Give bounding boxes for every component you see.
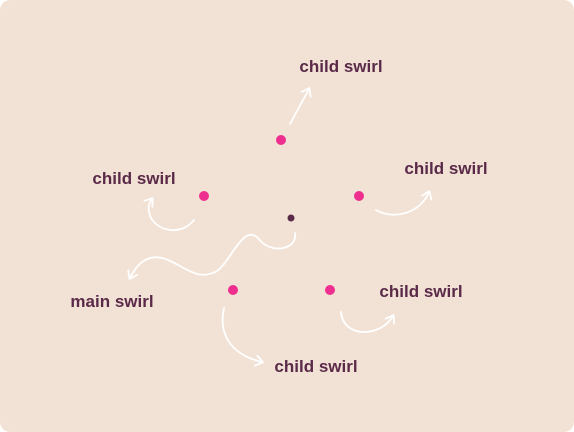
arrow-child-upper-right <box>375 190 433 216</box>
arrow-main-swirl <box>127 232 296 280</box>
label-child-upper-right: child swirl <box>404 159 488 178</box>
child-dot-upper-left <box>199 191 209 201</box>
arrow-child-bottom <box>221 307 264 367</box>
label-child-upper-left: child swirl <box>92 169 176 188</box>
child-dot-top <box>276 135 286 145</box>
child-dot-upper-right <box>354 191 364 201</box>
child-dot-lower-left <box>228 285 238 295</box>
center-dot <box>287 214 295 222</box>
label-child-lower-right: child swirl <box>379 282 463 301</box>
label-child-bottom: child swirl <box>274 357 358 376</box>
arrow-child-lower-right <box>340 311 396 333</box>
label-child-top: child swirl <box>299 57 383 76</box>
arrow-child-top <box>289 87 312 125</box>
arrow-child-upper-left <box>143 197 195 231</box>
child-dot-lower-right <box>325 285 335 295</box>
label-main-swirl: main swirl <box>70 292 154 311</box>
